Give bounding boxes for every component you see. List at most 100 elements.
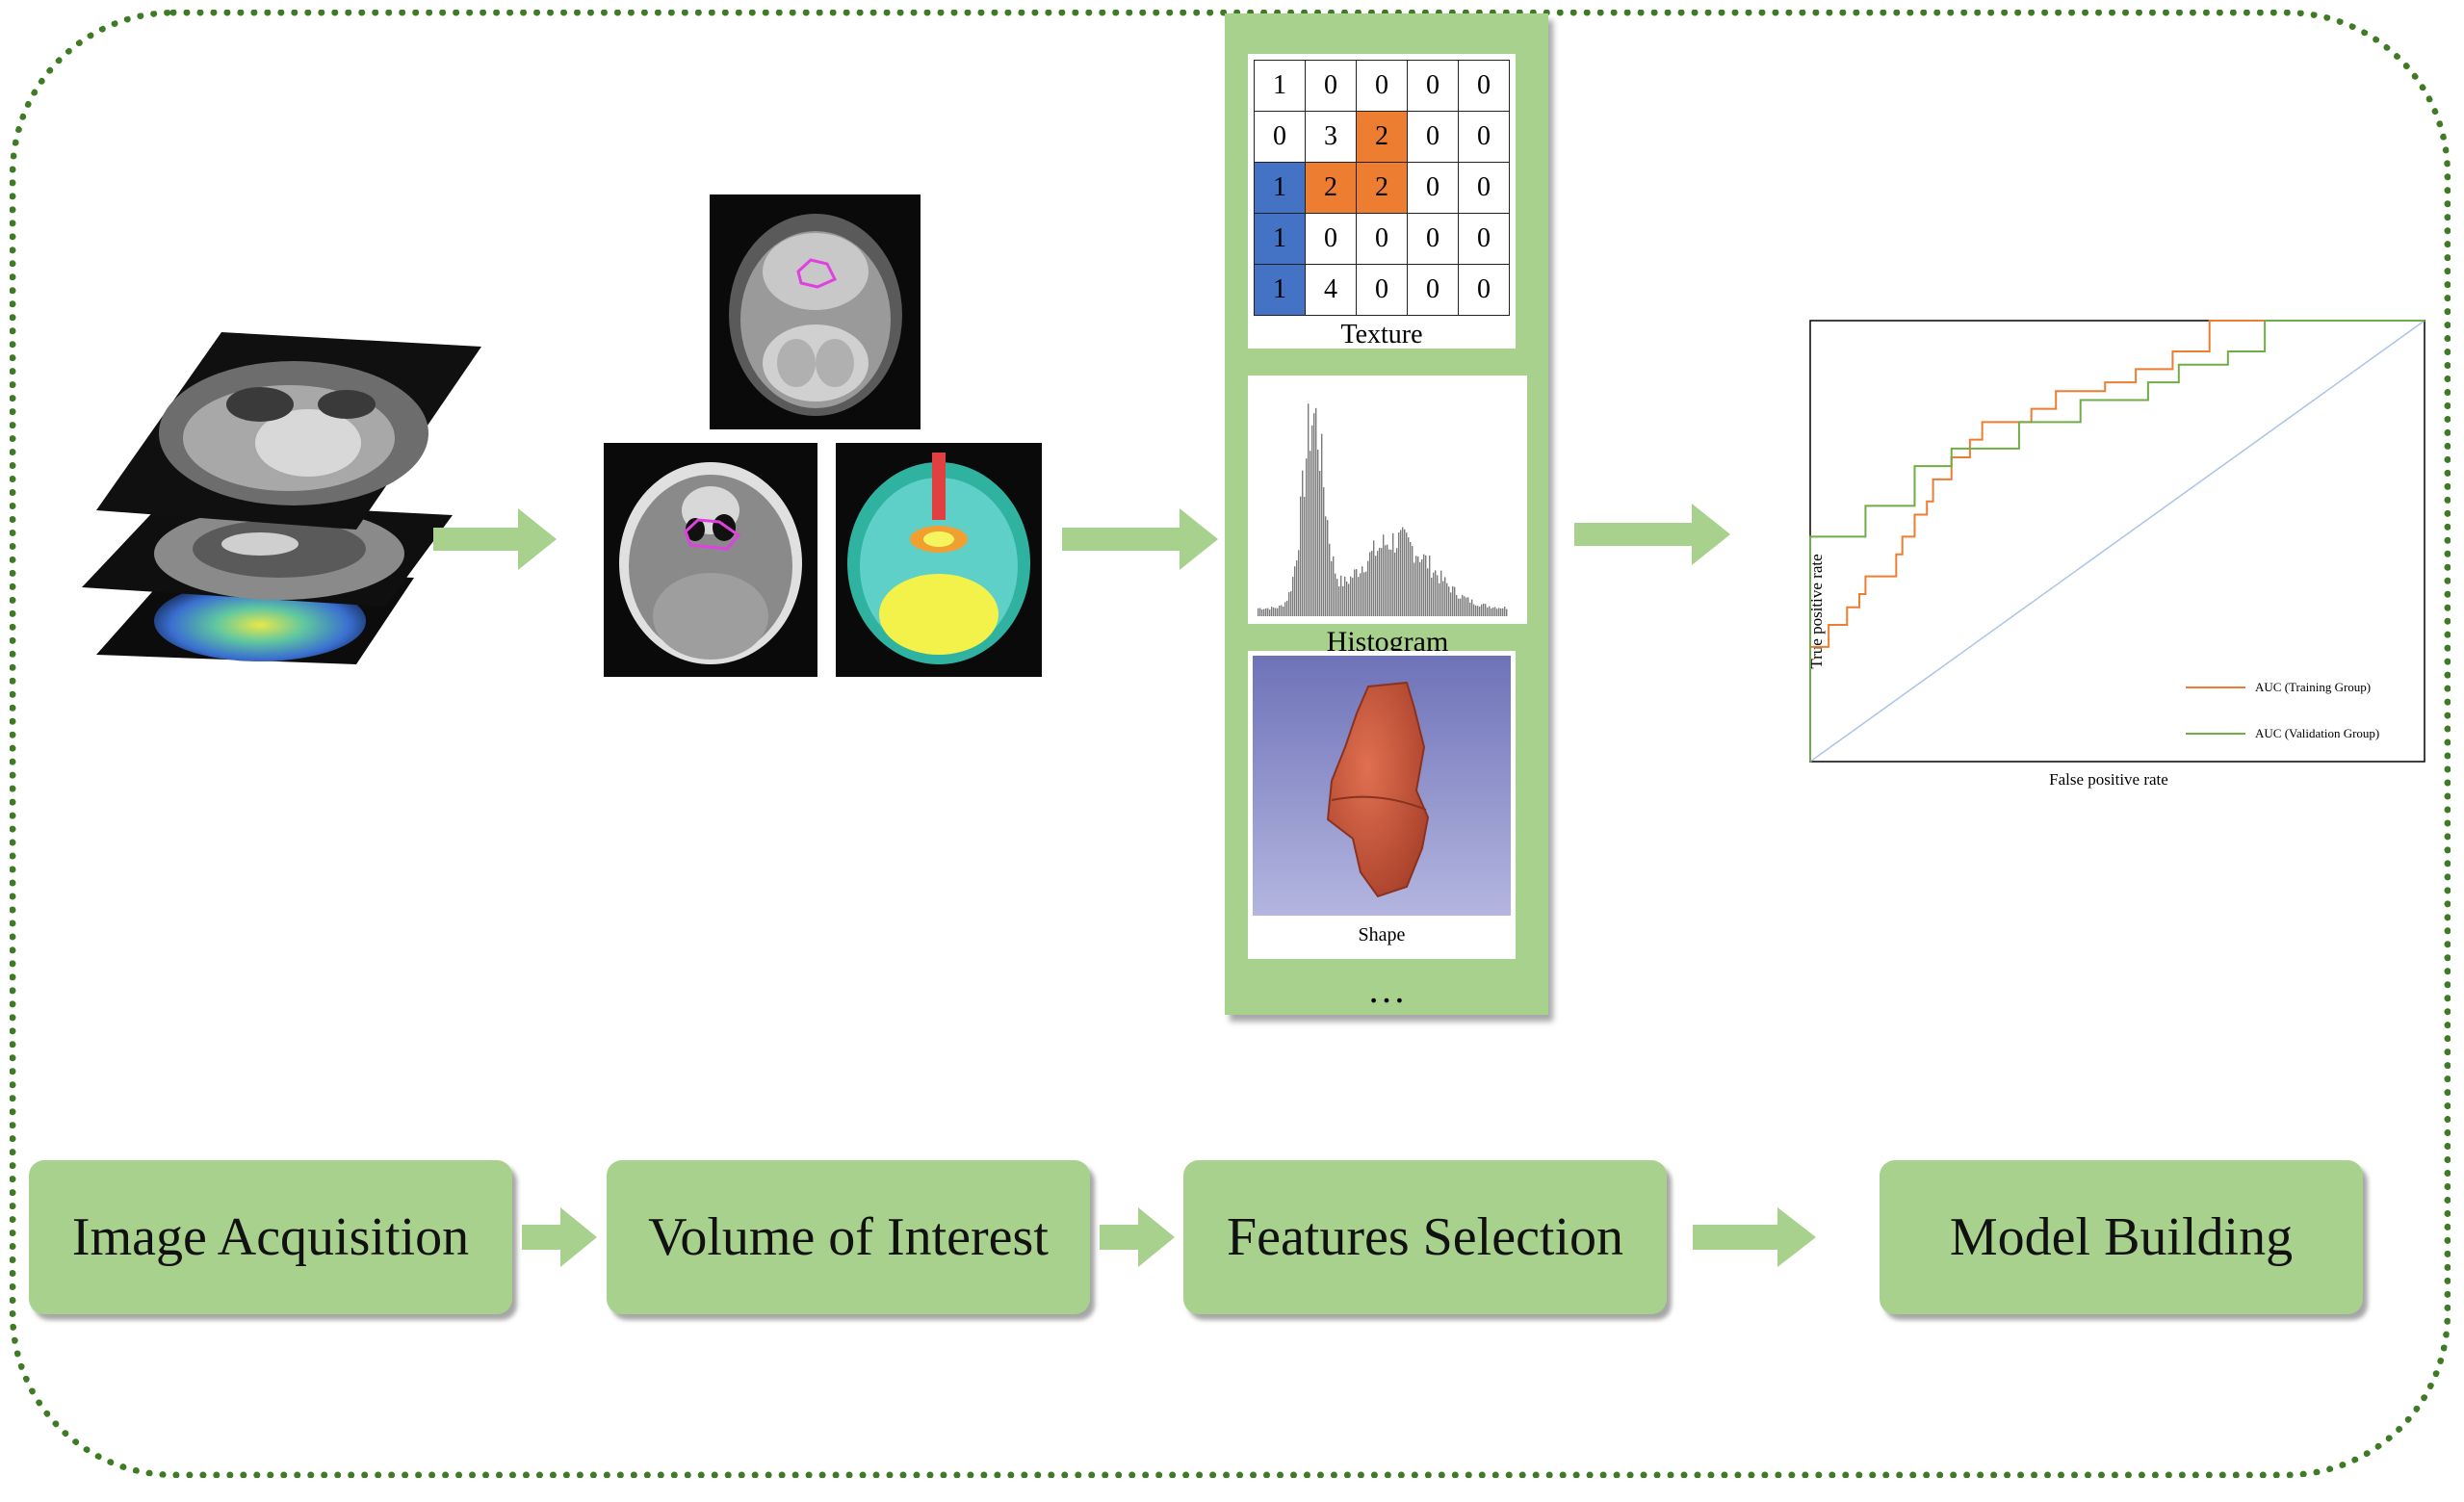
- histogram-bar: [1396, 548, 1398, 616]
- roc-xlabel: False positive rate: [2049, 770, 2168, 789]
- arrow-3: [1574, 496, 1733, 578]
- histogram-bar: [1338, 585, 1340, 616]
- histogram-bar: [1448, 586, 1450, 616]
- histogram-bar: [1281, 605, 1283, 616]
- shape-card: Shape: [1248, 651, 1516, 959]
- histogram-bar: [1363, 572, 1365, 616]
- histogram-bar: [1284, 602, 1286, 616]
- histogram-bar: [1371, 551, 1373, 616]
- histogram-bar: [1286, 600, 1288, 616]
- histogram-bar: [1400, 530, 1402, 616]
- matrix-cell: 0: [1458, 111, 1510, 163]
- histogram-bar: [1348, 583, 1350, 616]
- histogram-bar: [1385, 545, 1387, 616]
- histogram-bar: [1273, 608, 1275, 616]
- histogram-bar: [1292, 577, 1294, 616]
- histogram-bar: [1429, 555, 1431, 616]
- step-model-building: Model Building: [1880, 1160, 2363, 1314]
- histogram-bar: [1494, 607, 1496, 616]
- step-volume-of-interest: Volume of Interest: [607, 1160, 1090, 1314]
- histogram-bar: [1475, 605, 1477, 616]
- more-features-ellipsis: …: [1367, 968, 1406, 1011]
- histogram-bar: [1373, 540, 1375, 616]
- histogram-bar: [1433, 572, 1435, 616]
- arrow-2: [1062, 501, 1221, 583]
- histogram-bar: [1394, 552, 1396, 616]
- matrix-cell: 0: [1305, 60, 1357, 112]
- histogram-bar: [1473, 604, 1475, 616]
- histogram-bar: [1487, 607, 1489, 616]
- matrix-cell: 0: [1254, 111, 1306, 163]
- histogram-bar: [1458, 598, 1460, 616]
- histogram-bar: [1417, 557, 1419, 616]
- petct-roi-scan: [836, 443, 1042, 677]
- histogram-bar: [1402, 527, 1404, 616]
- histogram-bar: [1296, 560, 1298, 616]
- histogram-bar: [1392, 532, 1394, 616]
- matrix-cell: 1: [1254, 162, 1306, 214]
- histogram-bar: [1446, 583, 1448, 616]
- histogram-bar: [1317, 449, 1319, 616]
- roc-training-curve: [1809, 320, 2425, 762]
- histogram-bar: [1300, 496, 1302, 616]
- roc-validation-curve: [1809, 320, 2425, 762]
- histogram-bar: [1313, 413, 1315, 616]
- histogram-bar: [1340, 575, 1342, 616]
- histogram-bar: [1469, 602, 1471, 616]
- histogram-bar: [1331, 560, 1333, 616]
- histogram-bar: [1462, 594, 1464, 616]
- histogram-bar: [1408, 537, 1410, 616]
- histogram-bar: [1419, 561, 1421, 616]
- histogram-bar: [1336, 579, 1338, 616]
- matrix-cell: 0: [1356, 264, 1408, 316]
- roc-ylabel: True positive rate: [1807, 554, 1826, 668]
- histogram-bar: [1290, 591, 1292, 616]
- histogram-bar: [1329, 543, 1331, 616]
- histogram-bar: [1311, 425, 1313, 616]
- mri-roi-scan: [710, 194, 921, 429]
- histogram-bar: [1315, 407, 1317, 616]
- histogram-bar: [1421, 558, 1423, 616]
- histogram-bar: [1387, 544, 1388, 616]
- histogram-bar: [1427, 568, 1429, 616]
- histogram-bar: [1269, 609, 1271, 616]
- shape-label: Shape: [1358, 924, 1406, 945]
- matrix-cell: 0: [1458, 162, 1510, 214]
- matrix-cell: 0: [1356, 213, 1408, 265]
- roc-diagonal: [1809, 320, 2425, 763]
- histogram-bar: [1404, 529, 1406, 616]
- histogram-bar: [1506, 609, 1508, 616]
- histogram-bar: [1390, 549, 1392, 616]
- histogram-bar: [1377, 551, 1379, 616]
- dotted-frame: [10, 10, 2451, 1478]
- histogram-bar: [1321, 433, 1323, 616]
- histogram-bar: [1265, 608, 1267, 616]
- histogram-bar: [1442, 581, 1444, 616]
- histogram-bar: [1496, 609, 1498, 616]
- histogram-bar: [1456, 595, 1458, 616]
- histogram-bar: [1342, 585, 1344, 616]
- histogram-bar: [1388, 549, 1390, 616]
- matrix-cell: 0: [1458, 213, 1510, 265]
- matrix-cell: 2: [1305, 162, 1357, 214]
- matrix-cell: 0: [1407, 213, 1459, 265]
- histogram-bar: [1500, 608, 1502, 616]
- histogram-bar: [1477, 606, 1479, 616]
- step-features-selection: Features Selection: [1183, 1160, 1667, 1314]
- histogram-bar: [1444, 577, 1446, 616]
- histogram-bar: [1302, 470, 1304, 616]
- histogram-bar: [1261, 609, 1263, 616]
- matrix-cell: 0: [1458, 60, 1510, 112]
- histogram-bar: [1344, 576, 1346, 616]
- histogram-bar: [1471, 599, 1473, 616]
- histogram-bar: [1365, 571, 1367, 616]
- histogram-bar: [1412, 546, 1414, 616]
- arrow-1: [433, 501, 558, 583]
- histogram-bar: [1354, 569, 1356, 616]
- histogram-bar: [1423, 554, 1425, 616]
- ct-roi-scan: [604, 443, 817, 677]
- matrix-cell: 0: [1356, 60, 1408, 112]
- histogram-bar: [1450, 592, 1452, 616]
